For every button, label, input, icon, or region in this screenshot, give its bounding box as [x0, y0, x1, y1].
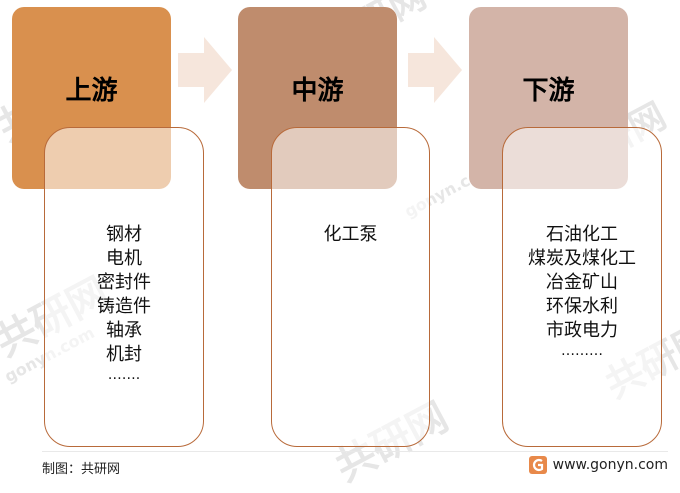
- gonyn-logo-icon: [528, 456, 547, 474]
- list-item: 轴承: [106, 320, 142, 341]
- list-item: 机封: [106, 344, 142, 365]
- upstream-detail-box: 钢材 电机 密封件 铸造件 轴承 机封 …….: [44, 127, 204, 447]
- upstream-item-list: 钢材 电机 密封件 铸造件 轴承 机封 …….: [45, 223, 203, 383]
- list-item: 电机: [106, 248, 142, 269]
- list-item: ………: [561, 343, 603, 359]
- list-item: 钢材: [106, 224, 142, 245]
- midstream-item-list: 化工泵: [272, 223, 429, 247]
- list-item: 环保水利: [546, 296, 618, 317]
- downstream-item-list: 石油化工 煤炭及煤化工 冶金矿山 环保水利 市政电力 ………: [503, 223, 661, 359]
- website-url[interactable]: www.gonyn.com: [552, 457, 668, 473]
- list-item: 石油化工: [546, 224, 618, 245]
- list-item: 煤炭及煤化工: [528, 248, 636, 269]
- list-item: 铸造件: [97, 296, 151, 317]
- arrow-upstream-to-midstream-icon: [178, 37, 232, 103]
- footer-divider: [42, 451, 668, 452]
- website-footer: www.gonyn.com: [528, 456, 668, 474]
- source-label: 制图：共研网: [42, 462, 121, 477]
- list-item: 化工泵: [323, 224, 378, 245]
- downstream-detail-box: 石油化工 煤炭及煤化工 冶金矿山 环保水利 市政电力 ………: [502, 127, 662, 447]
- upstream-title: 上游: [65, 76, 118, 106]
- list-item: 冶金矿山: [546, 272, 618, 293]
- list-item: …….: [107, 367, 141, 383]
- downstream-title: 下游: [522, 76, 575, 106]
- list-item: 市政电力: [546, 320, 618, 341]
- midstream-title: 中游: [291, 76, 344, 106]
- list-item: 密封件: [97, 272, 151, 293]
- midstream-detail-box: 化工泵: [271, 127, 430, 447]
- arrow-midstream-to-downstream-icon: [408, 37, 462, 103]
